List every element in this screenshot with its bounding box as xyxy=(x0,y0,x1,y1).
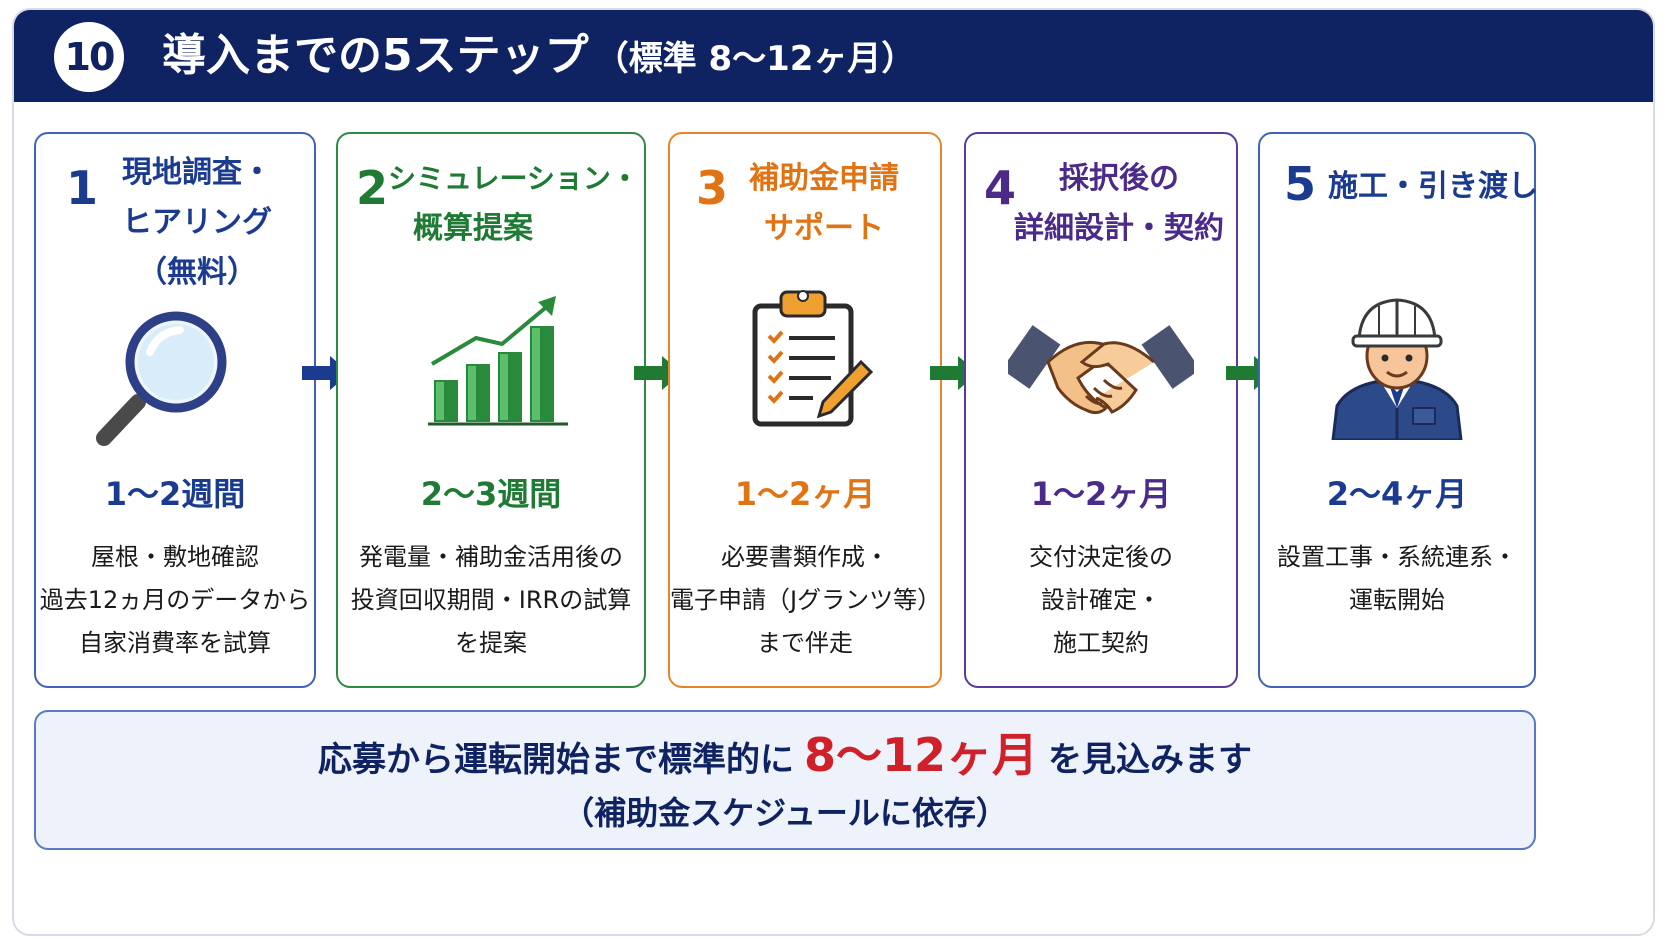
step-description: 屋根・敷地確認 過去12ヵ月のデータから 自家消費率を試算 xyxy=(36,536,314,665)
title-text: 導入までの5ステップ xyxy=(162,30,589,81)
step-description: 設置工事・系統連系・ 運転開始 xyxy=(1260,536,1534,622)
step-title-line: 施工・引き渡し xyxy=(1328,169,1538,204)
step-card-4: 4 採択後の 詳細設計・契約 1〜2ヶ月 交付決定後の 設計確定・ 施工契約 xyxy=(964,132,1238,688)
desc-line: 過去12ヵ月のデータから xyxy=(39,586,311,614)
step-title-line: 補助金申請 xyxy=(749,161,899,196)
desc-line: を提案 xyxy=(455,629,527,657)
step-duration: 1〜2ヶ月 xyxy=(734,475,876,513)
step-card-1: 1 現地調査・ ヒアリング （無料） 1〜2週間 屋根・敷地確認 過去12ヵ月の… xyxy=(34,132,316,688)
step-number: 4 xyxy=(984,161,1017,215)
step-title-line: シミュレーション・ xyxy=(388,162,639,195)
step-card-2: 2 シミュレーション・ 概算提案 2〜3週間 発電量・補助金活用後の xyxy=(336,132,646,688)
step-title-line: ヒアリング xyxy=(122,205,272,240)
desc-line: 交付決定後の xyxy=(1029,543,1173,571)
header-bar: 10 導入までの5ステップ（標準 8〜12ヶ月） xyxy=(14,10,1653,102)
step-title: 施工・引き渡し xyxy=(1328,162,1538,212)
step-duration: 1〜2週間 xyxy=(104,475,246,513)
step-title-line: 採択後の xyxy=(1059,161,1179,196)
step-number: 3 xyxy=(696,161,729,215)
summary-post: を見込みます xyxy=(1048,740,1253,780)
desc-line: まで伴走 xyxy=(757,629,853,657)
handshake-icon xyxy=(1001,312,1201,426)
summary-pre: 応募から運転開始まで標準的に xyxy=(317,740,794,780)
slide-frame: 10 導入までの5ステップ（標準 8〜12ヶ月） 1 現地調査・ ヒアリング （… xyxy=(12,8,1655,936)
step-title: 補助金申請 サポート xyxy=(734,154,914,254)
step-description: 発電量・補助金活用後の 投資回収期間・IRRの試算 を提案 xyxy=(338,536,644,665)
step-card-5: 5 施工・引き渡し 2〜4ヶ月 設置工 xyxy=(1258,132,1538,688)
desc-line: 必要書類作成・ xyxy=(721,543,889,571)
desc-line: 発電量・補助金活用後の xyxy=(359,543,623,571)
desc-line: 電子申請（Jグランツ等） xyxy=(670,586,942,614)
step-title: シミュレーション・ 概算提案 xyxy=(388,154,639,254)
clipboard-icon xyxy=(743,284,883,438)
summary-note: （補助金スケジュールに依存） xyxy=(562,794,1008,832)
desc-line: 施工契約 xyxy=(1053,629,1149,657)
section-number-badge: 10 xyxy=(54,22,124,92)
step-title-line: （無料） xyxy=(137,255,257,290)
step-title-line: 現地調査・ xyxy=(122,155,272,190)
step-duration: 2〜4ヶ月 xyxy=(1326,475,1468,513)
step-number: 5 xyxy=(1284,157,1317,211)
step-description: 交付決定後の 設計確定・ 施工契約 xyxy=(966,536,1236,665)
step-card-3: 3 補助金申請 サポート 1〜2ヶ月 必要書類作成・ xyxy=(668,132,942,688)
page-title: 導入までの5ステップ（標準 8〜12ヶ月） xyxy=(162,28,915,87)
step-title-line: サポート xyxy=(764,211,884,246)
desc-line: 屋根・敷地確認 xyxy=(91,543,259,571)
step-duration: 1〜2ヶ月 xyxy=(1030,475,1172,513)
desc-line: 自家消費率を試算 xyxy=(79,629,271,657)
step-title: 現地調査・ ヒアリング （無料） xyxy=(102,148,292,298)
step-title-line: 概算提案 xyxy=(413,211,533,246)
step-duration: 2〜3週間 xyxy=(420,475,562,513)
summary-highlight: 8〜12ヶ月 xyxy=(803,728,1039,782)
step-title: 採択後の 詳細設計・契約 xyxy=(1006,154,1232,254)
step-description: 必要書類作成・ 電子申請（Jグランツ等） まで伴走 xyxy=(670,536,942,665)
growth-chart-icon xyxy=(426,294,576,438)
step-number: 2 xyxy=(356,161,389,215)
step-title-line: 詳細設計・契約 xyxy=(1014,211,1224,246)
worker-icon xyxy=(1327,284,1467,444)
magnifier-icon xyxy=(88,306,238,460)
title-subtitle: （標準 8〜12ヶ月） xyxy=(594,39,916,79)
desc-line: 設置工事・系統連系・ xyxy=(1277,543,1517,571)
desc-line: 投資回収期間・IRRの試算 xyxy=(350,586,632,614)
desc-line: 運転開始 xyxy=(1349,586,1445,614)
desc-line: 設計確定・ xyxy=(1041,586,1161,614)
step-number: 1 xyxy=(66,161,99,215)
